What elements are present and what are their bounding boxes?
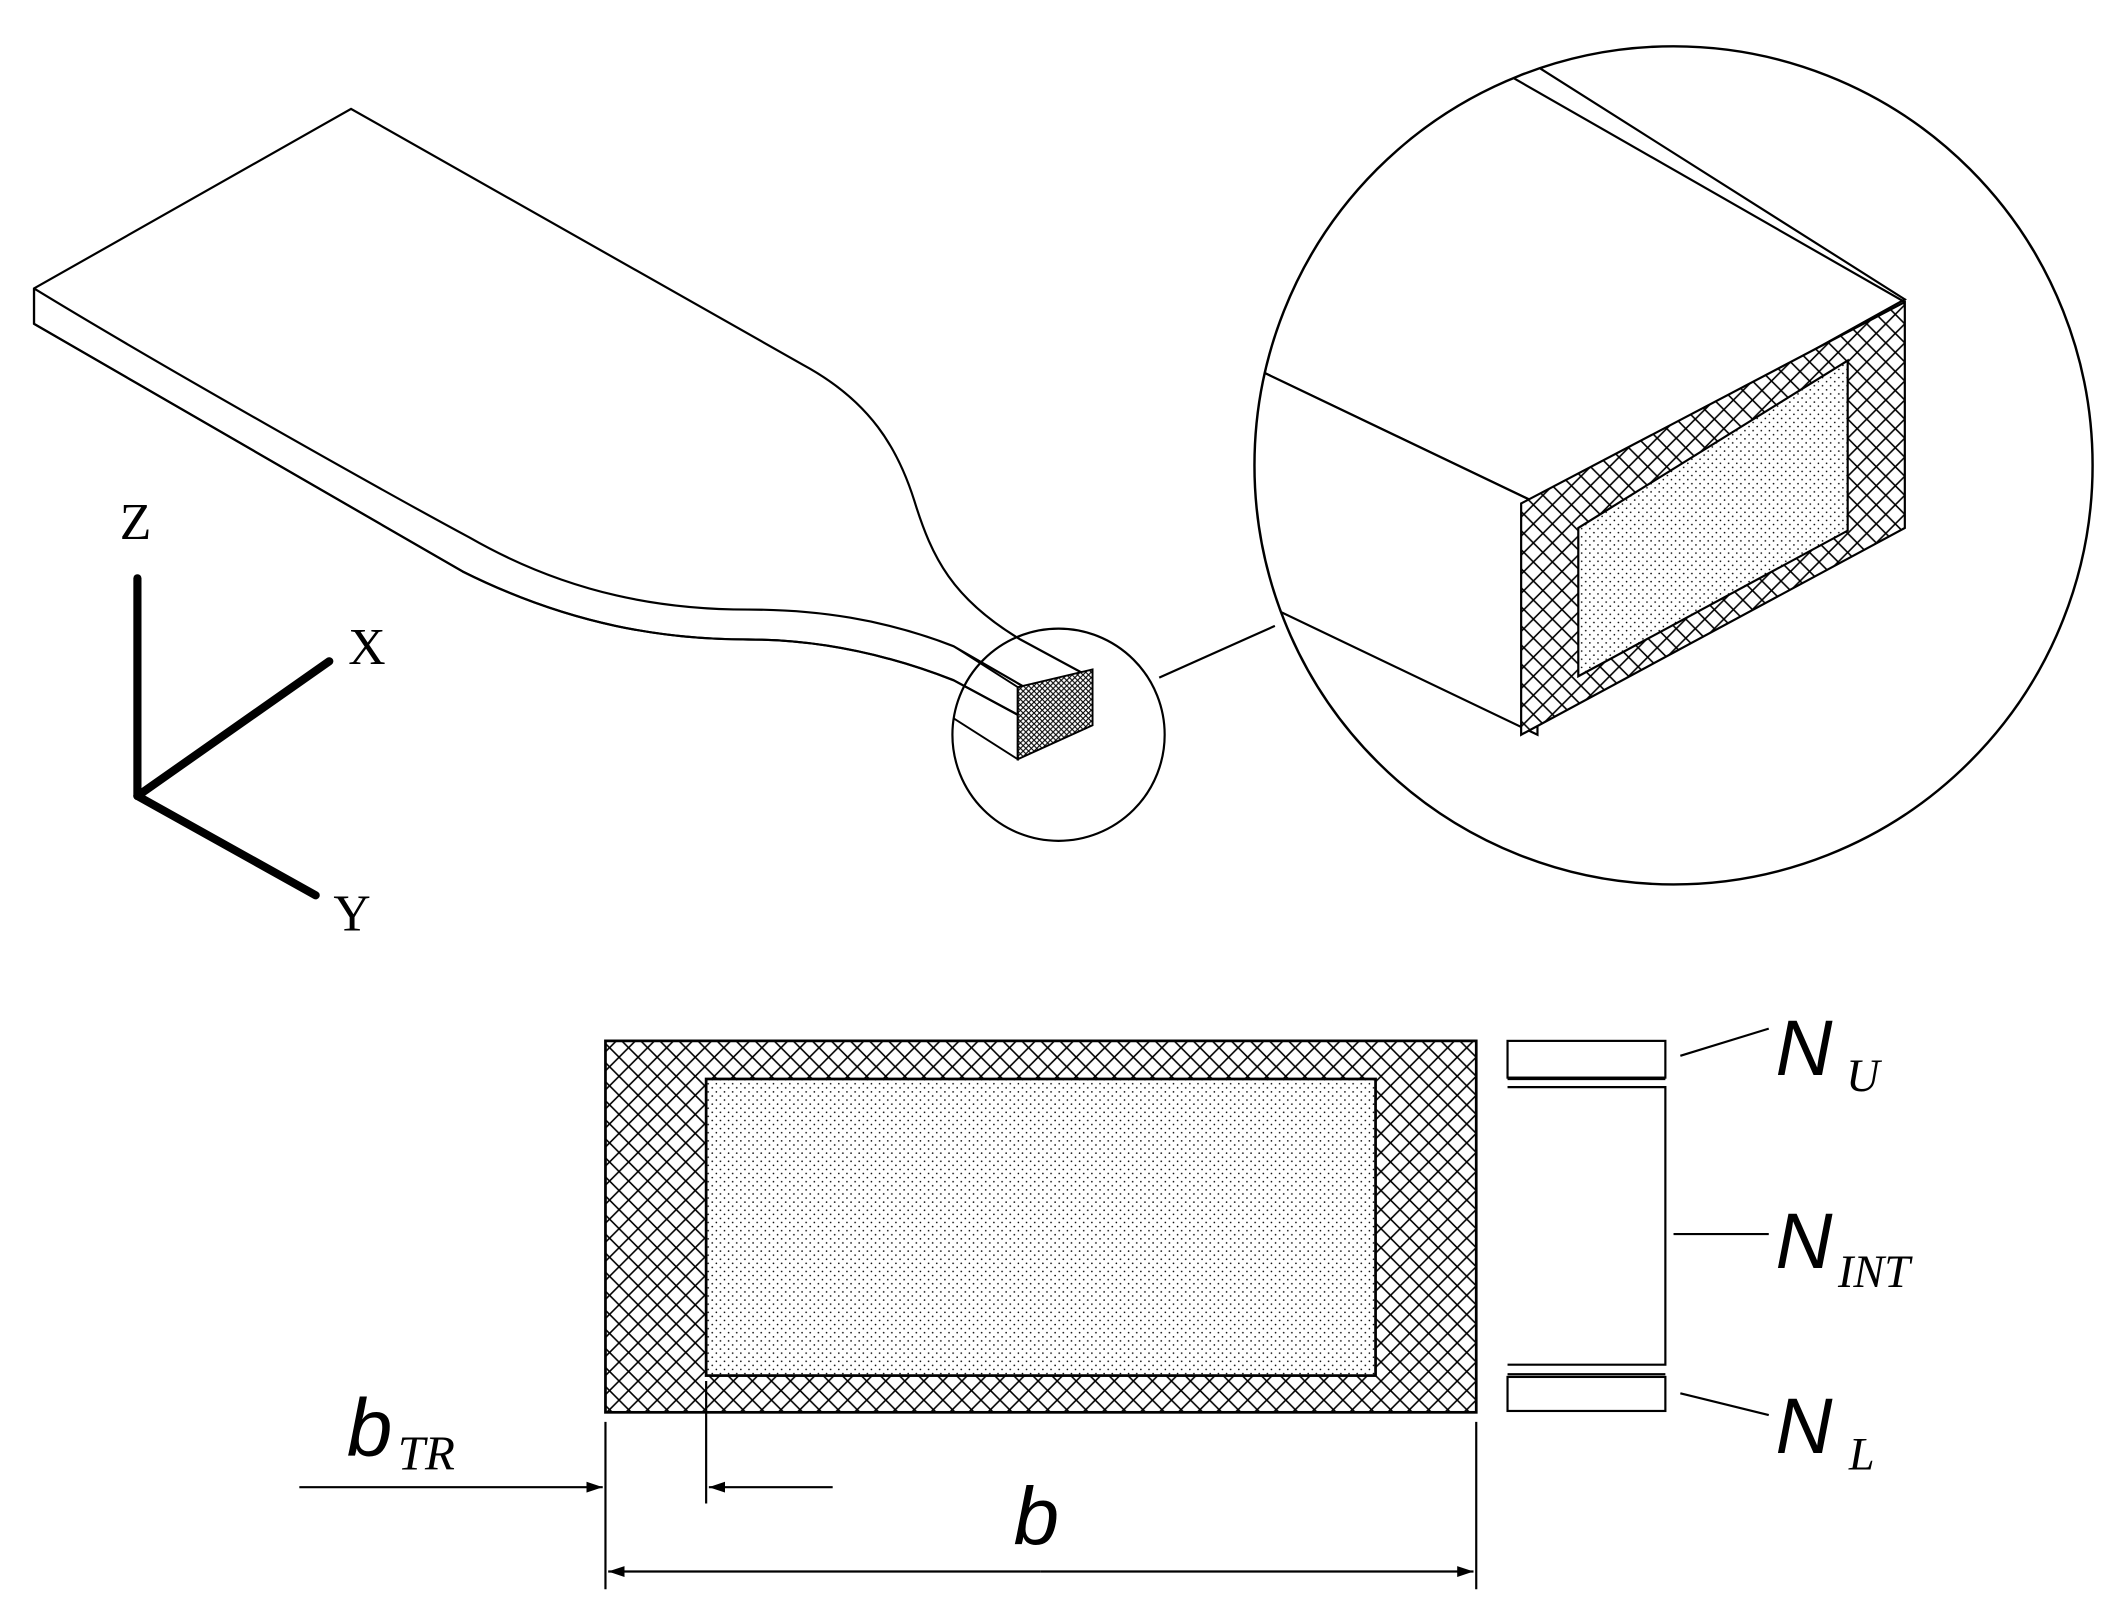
label-n-int-sub: INT <box>1837 1247 1913 1298</box>
axis-label-y: Y <box>333 886 370 943</box>
label-n-u-main: N <box>1776 1004 1834 1092</box>
magnify-connector <box>1158 624 1276 679</box>
label-n-int-main: N <box>1776 1197 1834 1285</box>
label-btr-main: b <box>347 1383 392 1474</box>
magnify-circle-large <box>1253 45 2094 886</box>
dimension-btr <box>299 1381 833 1590</box>
cross-section <box>604 1039 1478 1414</box>
leader-lines <box>1673 1027 1770 1417</box>
label-n-l-main: N <box>1776 1382 1834 1470</box>
bracket-lower <box>1506 1375 1667 1413</box>
label-b: b <box>1014 1471 1059 1562</box>
specimen-tip <box>953 645 1094 761</box>
zoom-detail <box>1254 46 1907 737</box>
layer-brackets <box>1506 1039 1667 1413</box>
magnify-circle-small <box>951 627 1166 842</box>
dimension-b <box>608 1421 1478 1590</box>
coordinate-axes <box>133 574 334 900</box>
label-n-l-sub: L <box>1848 1429 1875 1480</box>
specimen-body <box>32 107 1091 720</box>
cross-section-core <box>704 1077 1377 1377</box>
bracket-upper <box>1506 1039 1667 1079</box>
bracket-internal <box>1507 1086 1667 1366</box>
axis-label-x: X <box>348 619 385 676</box>
label-btr-sub: TR <box>398 1425 455 1480</box>
label-n-u-sub: U <box>1846 1051 1882 1102</box>
axis-label-z: Z <box>120 494 152 551</box>
